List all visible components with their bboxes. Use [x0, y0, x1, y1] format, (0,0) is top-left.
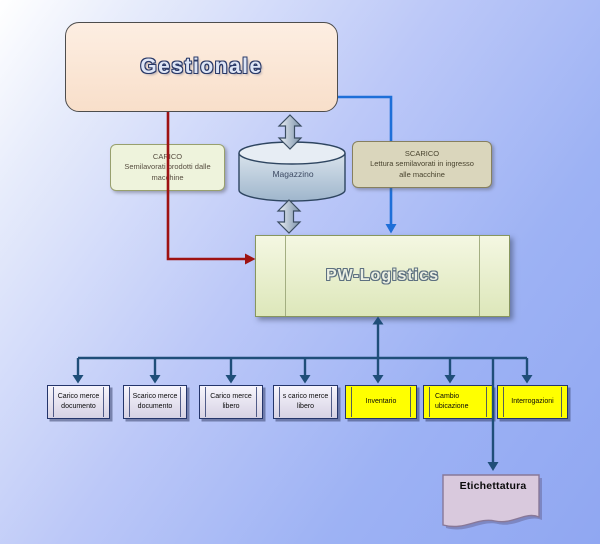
function-box-scarico-merce-libero: s carico merce libero [273, 385, 338, 419]
function-label: Scarico merce [132, 392, 178, 400]
function-label: s carico merce [282, 392, 329, 400]
function-box-interrogazioni: Interrogazioni [497, 385, 568, 419]
gestionale-magazzino-double-arrow-icon [277, 114, 303, 150]
function-label: Carico merce [57, 392, 100, 400]
function-box-inventario: Inventario [345, 385, 417, 419]
pw-left-divider [285, 236, 286, 316]
function-label: Inventario [365, 397, 397, 405]
pw-logistics-node: PW-Logistics [255, 235, 510, 317]
etichettatura-label: Etichettatura [459, 480, 527, 492]
pw-logistics-label: PW-Logistics [325, 267, 439, 284]
scarico-note: SCARICO Lettura semilavorati in ingresso… [352, 141, 492, 188]
function-label-line2: documento [137, 403, 173, 410]
function-box-carico-merce-documento: Carico merce documento [47, 385, 110, 419]
function-label-line2: libero [296, 403, 315, 410]
scarico-note-line2: Lettura semilavorati in ingresso [370, 159, 474, 169]
magazzino-label: Magazzino [272, 169, 314, 179]
function-label-line2: documento [61, 403, 96, 410]
function-box-scarico-merce-documento: Scarico merce documento [123, 385, 187, 419]
function-label-line2: ubicazione [435, 403, 469, 410]
pw-right-divider [479, 236, 480, 316]
carico-note-line2: Semilavorati prodotti dalle [124, 162, 211, 172]
function-label: Interrogazioni [511, 397, 554, 405]
function-box-cambio-ubicazione: Cambio ubicazione [423, 385, 493, 419]
function-box-carico-merce-libero: Carico merce libero [199, 385, 263, 419]
function-label: Carico merce [210, 392, 252, 400]
carico-note-line3: macchine [151, 172, 184, 182]
function-label-line2: libero [222, 403, 240, 410]
carico-note-title: CARICO [152, 151, 183, 161]
gestionale-node: Gestionale [65, 22, 338, 112]
scarico-note-line3: alle macchine [399, 169, 445, 179]
magazzino-pw-double-arrow-icon [276, 199, 302, 234]
gestionale-label: Gestionale [140, 55, 263, 78]
function-label: Cambio [435, 392, 460, 400]
scarico-note-title: SCARICO [404, 148, 440, 158]
carico-note: CARICO Semilavorati prodotti dalle macch… [110, 144, 225, 191]
